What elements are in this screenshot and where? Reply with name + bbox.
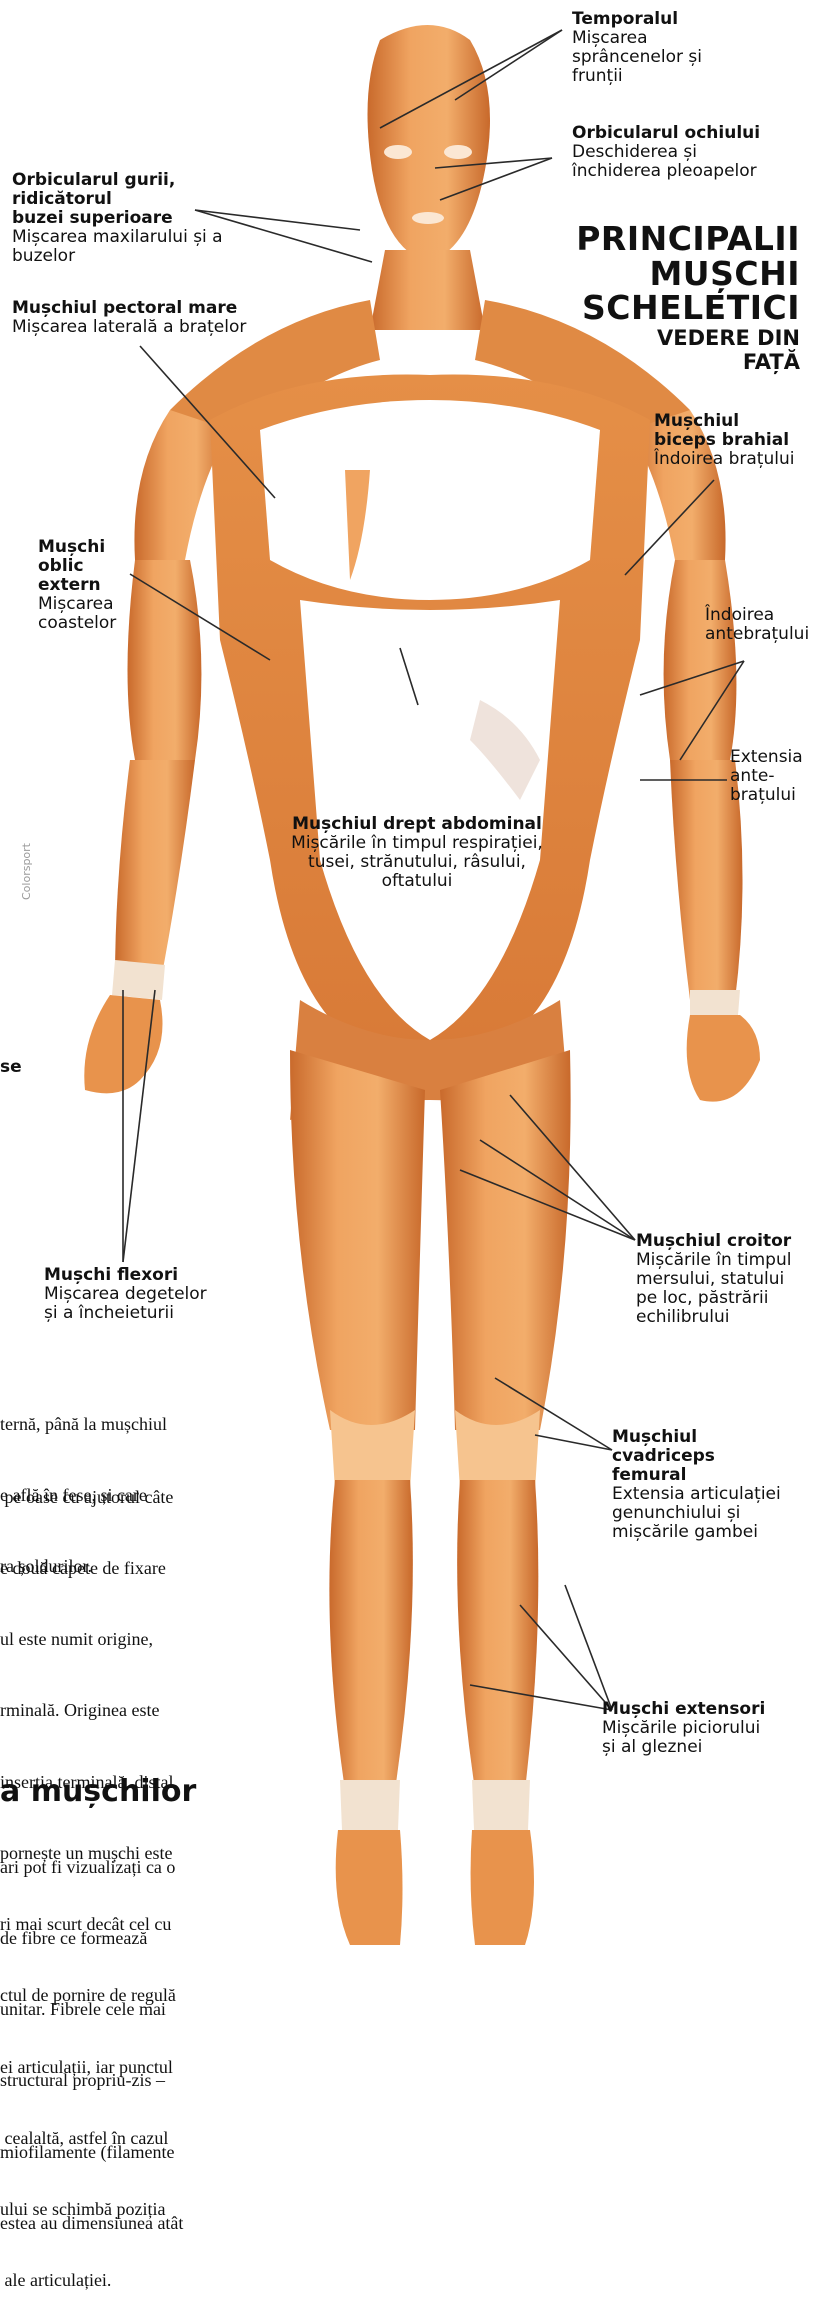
label-orbicular-gurii-name: ridicătorul bbox=[12, 190, 223, 209]
label-indoire-antebrat-desc: antebrațului bbox=[705, 625, 809, 644]
label-biceps-name: Mușchiul bbox=[654, 412, 794, 431]
label-orbicular-gurii-name: buzei superioare bbox=[12, 209, 223, 228]
left-lower-leg bbox=[329, 1480, 412, 1790]
label-pectoral-name: Mușchiul pectoral mare bbox=[12, 299, 246, 318]
label-temporal: Temporalul Mișcarea sprâncenelor și frun… bbox=[572, 10, 702, 86]
label-biceps-desc: Îndoirea brațului bbox=[654, 450, 794, 469]
text-line: pe oase cu ajutorul câte bbox=[0, 1486, 178, 1510]
label-cvadriceps-name: cvadriceps bbox=[612, 1447, 781, 1466]
left-forearm bbox=[115, 760, 195, 985]
label-extensia-antebrat-desc: brațului bbox=[730, 786, 803, 805]
text-line: estea au dimensiunea atât bbox=[0, 2212, 183, 2236]
label-drept-abdominal-desc: Mișcările în timpul respirației, bbox=[262, 834, 572, 853]
label-flexori-desc: și a încheieturii bbox=[44, 1304, 207, 1323]
text-line: unitar. Fibrele cele mai bbox=[0, 1998, 183, 2022]
label-extensia-antebrat-desc: ante- bbox=[730, 767, 803, 786]
label-drept-abdominal-desc: oftatului bbox=[262, 872, 572, 891]
label-orbicular-ochi-name: Orbicularul ochiului bbox=[572, 124, 760, 143]
label-biceps: Mușchiul biceps brahial Îndoirea brațulu… bbox=[654, 412, 794, 469]
title-line-5: FAȚĂ bbox=[576, 350, 800, 374]
right-hand bbox=[687, 1015, 760, 1102]
label-orbicular-gurii-name: Orbicularul gurii, bbox=[12, 171, 223, 190]
label-oblic-name: oblic bbox=[38, 557, 116, 576]
label-cvadriceps-desc: Extensia articulației bbox=[612, 1485, 781, 1504]
paragraph-3: ari pot fi vizualizați ca o de fibre ce … bbox=[0, 1808, 183, 2259]
label-cvadriceps: Mușchiul cvadriceps femural Extensia art… bbox=[612, 1428, 781, 1542]
left-thigh bbox=[290, 1050, 425, 1430]
label-croitor-desc: mersului, statului bbox=[636, 1270, 791, 1289]
label-croitor-desc: echilibrului bbox=[636, 1308, 791, 1327]
text-line: miofilamente (filamente bbox=[0, 2141, 183, 2165]
label-indoire-antebrat: Îndoirea antebrațului bbox=[705, 606, 809, 644]
label-pectoral: Mușchiul pectoral mare Mișcarea laterală… bbox=[12, 299, 246, 337]
label-croitor-name: Mușchiul croitor bbox=[636, 1232, 791, 1251]
label-drept-abdominal-desc: tusei, strănutului, râsului, bbox=[262, 853, 572, 872]
label-drept-abdominal: Mușchiul drept abdominal Mișcările în ti… bbox=[262, 815, 572, 891]
title-line-2: MUȘCHI bbox=[576, 257, 800, 292]
right-lower-leg bbox=[457, 1480, 538, 1790]
label-cvadriceps-name: femural bbox=[612, 1466, 781, 1485]
label-orbicular-gurii: Orbicularul gurii, ridicătorul buzei sup… bbox=[12, 171, 223, 266]
left-foot bbox=[336, 1830, 403, 1945]
label-cvadriceps-name: Mușchiul bbox=[612, 1428, 781, 1447]
label-temporal-name: Temporalul bbox=[572, 10, 702, 29]
label-extensori: Mușchi extensori Mișcările piciorului și… bbox=[602, 1700, 765, 1757]
label-drept-abdominal-name: Mușchiul drept abdominal bbox=[262, 815, 572, 834]
text-line: ale articulației. bbox=[0, 2269, 178, 2293]
label-extensia-antebrat-desc: Extensia bbox=[730, 748, 803, 767]
text-line: e două capete de fixare bbox=[0, 1557, 178, 1581]
label-extensori-desc: și al gleznei bbox=[602, 1738, 765, 1757]
right-thigh bbox=[440, 1050, 571, 1430]
label-oblic-desc: Mișcarea bbox=[38, 595, 116, 614]
label-flexori-desc: Mișcarea degetelor bbox=[44, 1285, 207, 1304]
label-extensori-name: Mușchi extensori bbox=[602, 1700, 765, 1719]
neck bbox=[370, 250, 485, 330]
label-extensia-antebrat: Extensia ante- brațului bbox=[730, 748, 803, 805]
text-line: ari pot fi vizualizați ca o bbox=[0, 1856, 183, 1880]
label-croitor: Mușchiul croitor Mișcările în timpul mer… bbox=[636, 1232, 791, 1327]
label-temporal-desc: frunții bbox=[572, 67, 702, 86]
text-line: de fibre ce formează bbox=[0, 1927, 183, 1951]
label-biceps-name: biceps brahial bbox=[654, 431, 794, 450]
label-oblic-extern: Mușchi oblic extern Mișcarea coastelor bbox=[38, 538, 116, 633]
diagram-title: PRINCIPALII MUȘCHI SCHELETICI VEDERE DIN… bbox=[576, 222, 800, 374]
label-pectoral-desc: Mișcarea laterală a brațelor bbox=[12, 318, 246, 337]
section-heading: a mușchilor bbox=[0, 1774, 196, 1809]
text-fragment: se bbox=[0, 1057, 22, 1077]
text-line: ternă, până la mușchiul bbox=[0, 1413, 167, 1437]
label-extensori-desc: Mișcările piciorului bbox=[602, 1719, 765, 1738]
label-oblic-desc: coastelor bbox=[38, 614, 116, 633]
photo-credit: Colorsport bbox=[20, 843, 33, 900]
label-cvadriceps-desc: mișcările gambei bbox=[612, 1523, 781, 1542]
label-oblic-name: Mușchi bbox=[38, 538, 116, 557]
text-line: rminală. Originea este bbox=[0, 1699, 178, 1723]
label-orbicular-gurii-desc: Mișcarea maxilarului și a bbox=[12, 228, 223, 247]
label-temporal-desc: Mișcarea bbox=[572, 29, 702, 48]
label-orbicular-ochi: Orbicularul ochiului Deschiderea și înch… bbox=[572, 124, 760, 181]
title-line-4: VEDERE DIN bbox=[576, 326, 800, 350]
left-upper-arm bbox=[128, 560, 202, 760]
label-croitor-desc: Mișcările în timpul bbox=[636, 1251, 791, 1270]
text-line: ul este numit origine, bbox=[0, 1628, 178, 1652]
label-flexori-name: Mușchi flexori bbox=[44, 1266, 207, 1285]
label-oblic-name: extern bbox=[38, 576, 116, 595]
right-foot bbox=[471, 1830, 534, 1945]
title-line-1: PRINCIPALII bbox=[576, 222, 800, 257]
label-orbicular-ochi-desc: închiderea pleoapelor bbox=[572, 162, 760, 181]
head bbox=[368, 25, 491, 262]
label-cvadriceps-desc: genunchiului și bbox=[612, 1504, 781, 1523]
label-temporal-desc: sprâncenelor și bbox=[572, 48, 702, 67]
text-line: structural propriu-zis – bbox=[0, 2069, 183, 2093]
label-orbicular-gurii-desc: buzelor bbox=[12, 247, 223, 266]
label-indoire-antebrat-desc: Îndoirea bbox=[705, 606, 809, 625]
title-line-3: SCHELETICI bbox=[576, 291, 800, 326]
label-flexori: Mușchi flexori Mișcarea degetelor și a î… bbox=[44, 1266, 207, 1323]
label-croitor-desc: pe loc, păstrării bbox=[636, 1289, 791, 1308]
label-orbicular-ochi-desc: Deschiderea și bbox=[572, 143, 760, 162]
